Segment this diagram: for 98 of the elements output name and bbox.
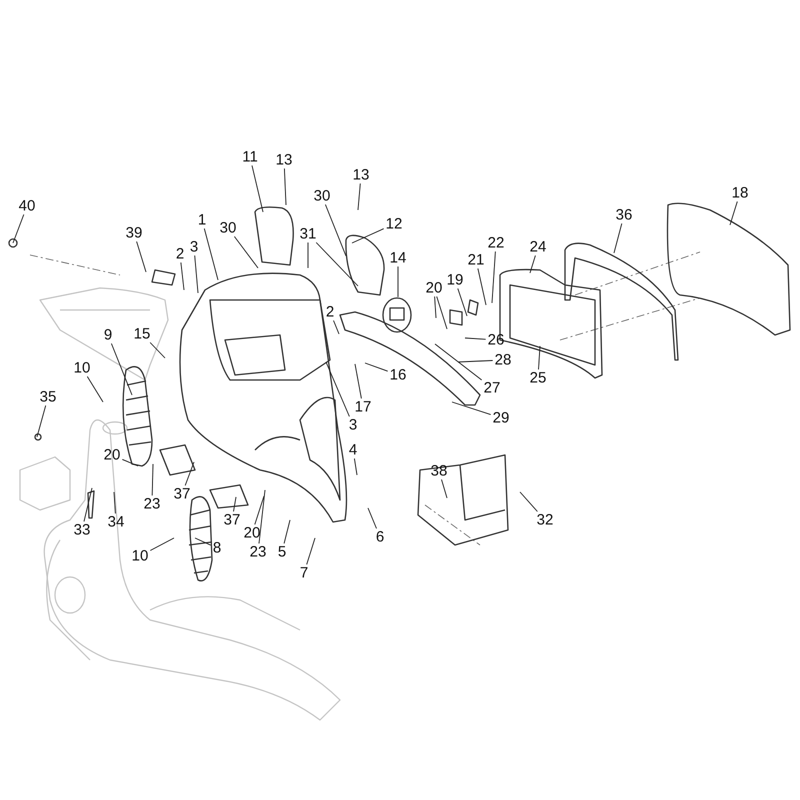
leader-line [464, 338, 486, 340]
callout-number: 10 [130, 548, 150, 564]
leader-line [184, 462, 194, 486]
callout-number: 3 [188, 240, 200, 254]
leader-line [284, 520, 290, 544]
callout-number: 4 [348, 442, 358, 458]
leader-line [234, 236, 258, 268]
callout-number: 14 [388, 250, 408, 266]
leader-line [233, 496, 236, 512]
leader-line [284, 168, 286, 206]
leader-line [150, 342, 166, 358]
callout-number: 32 [536, 512, 554, 528]
callout-number: 8 [212, 540, 222, 556]
leader-line [358, 183, 361, 210]
callout-number: 6 [374, 530, 386, 544]
leader-line [84, 488, 92, 522]
callout-number: 15 [132, 326, 152, 342]
leader-line [258, 490, 266, 544]
callout-number: 28 [494, 352, 512, 368]
leader-line [530, 255, 536, 274]
leader-line [492, 251, 496, 304]
callout-number: 13 [352, 168, 370, 182]
leader-line [36, 405, 46, 438]
leader-line [333, 320, 340, 334]
callout-number: 11 [241, 150, 259, 164]
callout-number: 37 [222, 512, 242, 528]
leader-line [354, 364, 362, 399]
callout-number: 22 [486, 236, 506, 250]
leader-line [122, 458, 138, 466]
leader-line [252, 165, 264, 212]
leader-line [110, 343, 132, 396]
callout-number: 18 [730, 186, 750, 200]
callout-number: 30 [218, 220, 238, 236]
leader-line [368, 508, 377, 529]
callout-number: 23 [248, 544, 268, 560]
leader-line [434, 296, 436, 318]
leader-line [316, 242, 358, 286]
leader-line [352, 228, 384, 244]
leader-line [354, 458, 358, 476]
leader-line [306, 538, 316, 565]
leader-line [434, 344, 482, 380]
callout-number: 16 [388, 368, 408, 382]
callout-number: 12 [384, 216, 404, 232]
leader-line [436, 296, 448, 330]
callout-number: 20 [242, 526, 262, 540]
leader-line [538, 346, 540, 370]
callout-number: 20 [424, 280, 444, 296]
callout-number: 13 [274, 152, 294, 168]
callout-number: 37 [172, 486, 192, 502]
leader-line [458, 360, 494, 362]
leader-line [364, 362, 388, 372]
leader-line [194, 255, 198, 294]
callout-number: 26 [486, 332, 506, 348]
leader-line [441, 479, 448, 498]
leader-line [520, 492, 538, 512]
leader-line [614, 223, 622, 254]
leader-line [477, 268, 486, 306]
callout-number: 7 [298, 566, 310, 580]
leader-line [204, 228, 218, 280]
callout-number: 23 [142, 496, 162, 512]
callout-number: 36 [614, 208, 634, 222]
callout-number: 2 [324, 304, 336, 320]
callout-number: 24 [528, 240, 548, 254]
callout-number: 21 [466, 252, 486, 268]
leader-line [326, 362, 350, 417]
callout-number: 10 [72, 360, 92, 376]
leader-line [150, 538, 174, 551]
callout-number: 39 [124, 226, 144, 240]
leader-line [86, 376, 104, 402]
leader-line [452, 402, 492, 416]
callout-number: 30 [312, 188, 332, 204]
callout-number: 9 [102, 328, 114, 342]
callout-number: 17 [354, 400, 372, 414]
leader-line [180, 262, 184, 290]
callout-number: 29 [492, 410, 510, 426]
callout-number: 19 [446, 272, 464, 288]
callout-number: 1 [196, 212, 208, 228]
leader-line [136, 241, 146, 272]
leader-line [730, 201, 738, 226]
callout-number: 3 [348, 418, 358, 432]
callout-number: 38 [430, 464, 448, 478]
leader-line [457, 288, 468, 316]
callout-number: 20 [102, 448, 122, 462]
leader-line [152, 464, 154, 496]
callout-number: 5 [276, 544, 288, 560]
callout-number: 33 [72, 522, 92, 538]
callout-number: 25 [528, 370, 548, 386]
callout-number: 2 [174, 246, 186, 262]
callout-number: 40 [18, 198, 36, 214]
callout-number: 31 [298, 226, 318, 242]
leader-line [254, 496, 264, 525]
leader-line [324, 204, 346, 256]
leader-line [194, 538, 212, 546]
callout-number: 27 [482, 380, 502, 396]
callout-number: 34 [106, 514, 126, 530]
leader-line [12, 214, 24, 244]
leader-line [114, 492, 116, 514]
callout-number: 35 [38, 390, 58, 404]
